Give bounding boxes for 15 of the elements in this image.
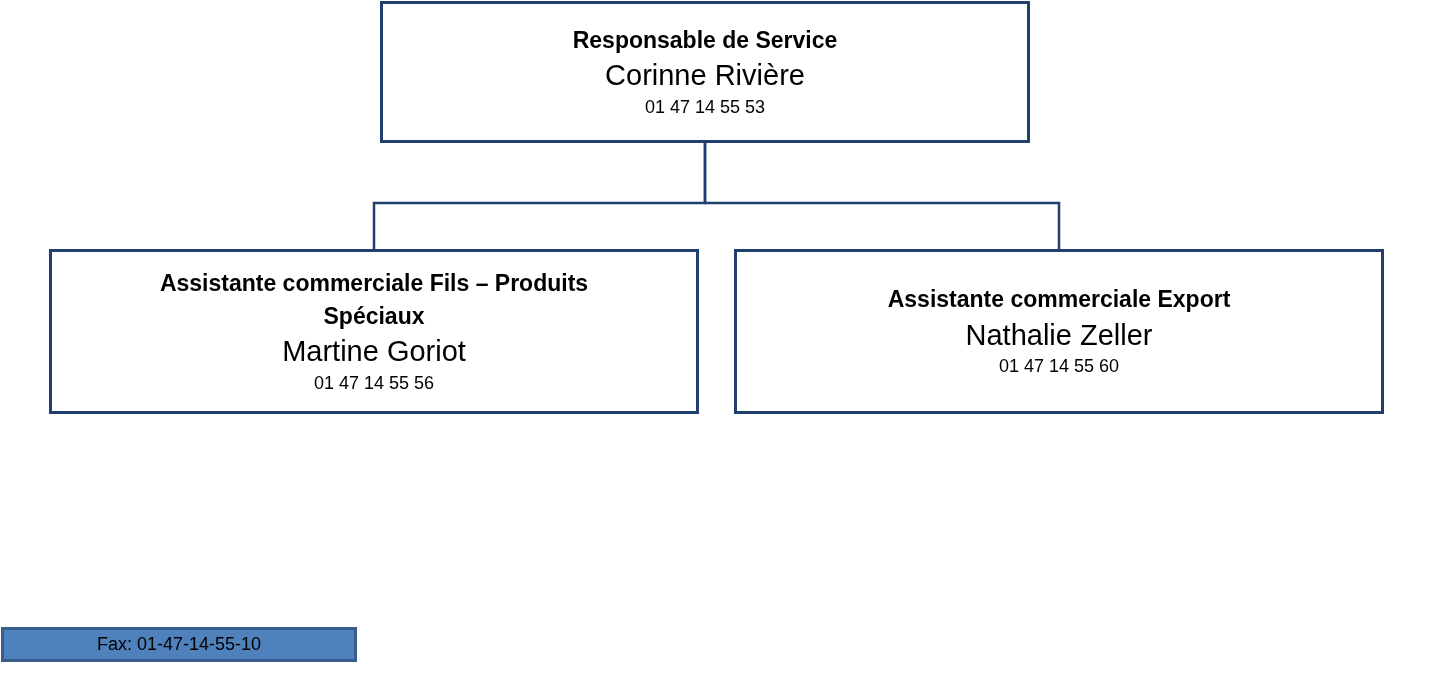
phone-number: 01 47 14 55 53 [644, 95, 766, 119]
phone-number: 01 47 14 55 60 [998, 355, 1120, 379]
role-title: Assistante commerciale Fils – Produits Spéciaux [159, 268, 589, 332]
person-name: Nathalie Zeller [965, 317, 1153, 353]
role-title: Responsable de Service [572, 25, 838, 55]
person-name: Martine Goriot [282, 334, 466, 370]
role-title: Assistante commerciale Export [887, 285, 1231, 315]
fax-box [1, 627, 357, 662]
phone-number: 01 47 14 55 56 [313, 372, 435, 396]
org-box [49, 249, 699, 414]
fax-number: Fax: 01-47-14-55-10 [96, 633, 262, 656]
connector-line [703, 143, 1061, 249]
org-box [734, 249, 1384, 414]
org-box [380, 1, 1030, 143]
person-name: Corinne Rivière [605, 58, 805, 94]
